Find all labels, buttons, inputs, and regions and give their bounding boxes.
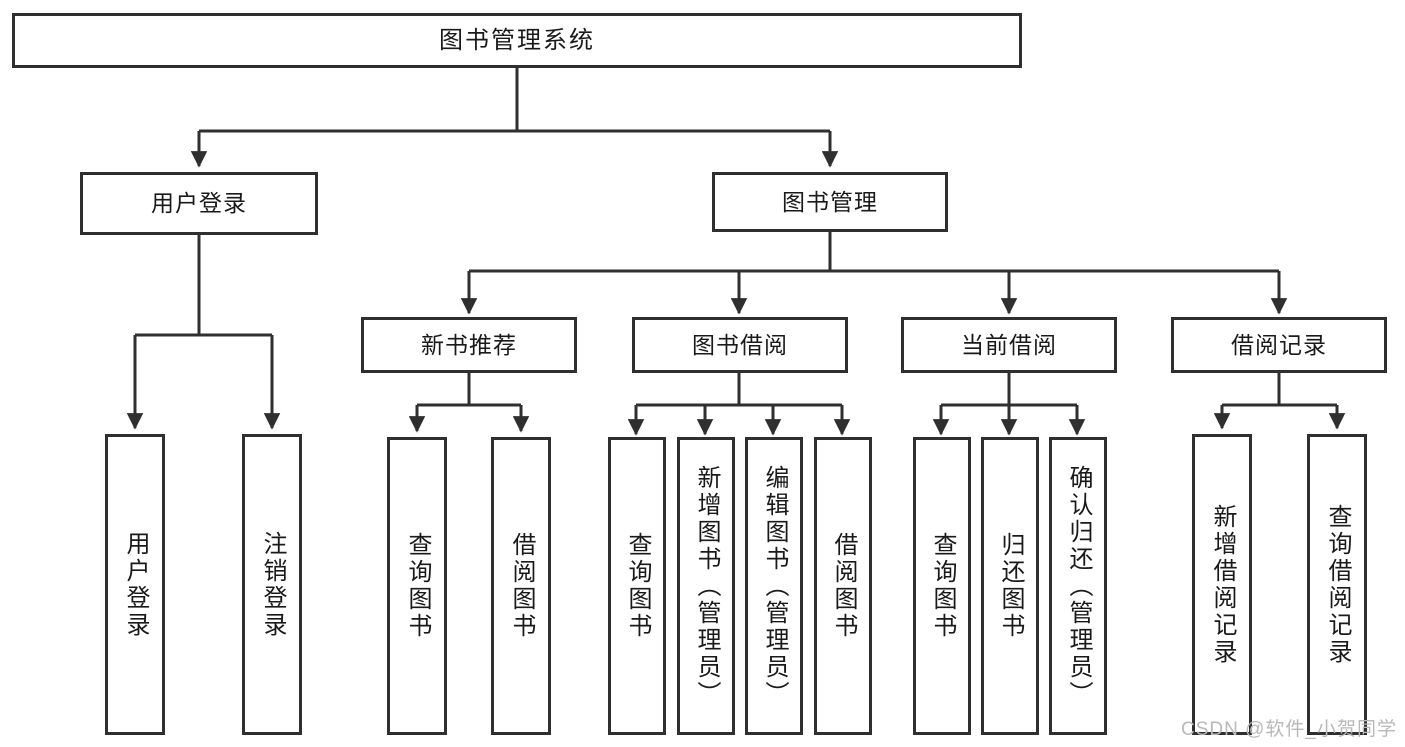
leaf-label: 用户登录 <box>122 530 149 639</box>
leaf-label: 归还图书 <box>997 532 1024 640</box>
leaf-bookborrow-add-book-admin[interactable]: 新增图书（管理员） <box>677 437 735 735</box>
leaf-borrowrecord-add-record[interactable]: 新增借阅记录 <box>1192 434 1252 735</box>
leaf-label: 新增借阅记录 <box>1209 503 1236 666</box>
node-label: 新书推荐 <box>421 331 517 358</box>
leaf-label: 查询借阅记录 <box>1324 503 1351 666</box>
node-label: 当前借阅 <box>961 331 1057 358</box>
leaf-currentborrow-return-book[interactable]: 归还图书 <box>981 437 1039 735</box>
leaf-newbook-borrow-book[interactable]: 借阅图书 <box>491 437 551 735</box>
leaf-borrowrecord-query-record[interactable]: 查询借阅记录 <box>1307 434 1367 735</box>
node-current-borrow[interactable]: 当前借阅 <box>901 317 1117 373</box>
leaf-label: 查询图书 <box>929 532 956 640</box>
node-label: 图书管理系统 <box>439 26 595 54</box>
leaf-label: 借阅图书 <box>508 532 535 640</box>
leaf-label: 查询图书 <box>624 532 651 640</box>
watermark-text: CSDN @软件_小贺同学 <box>1181 719 1397 740</box>
node-borrow-record[interactable]: 借阅记录 <box>1171 317 1387 373</box>
leaf-label: 查询图书 <box>404 532 431 640</box>
leaf-label: 确认归还（管理员） <box>1065 464 1092 708</box>
leaf-user-login[interactable]: 用户登录 <box>105 434 165 735</box>
leaf-label: 新增图书（管理员） <box>693 464 720 708</box>
leaf-bookborrow-borrow-book[interactable]: 借阅图书 <box>814 437 872 735</box>
node-label: 图书借阅 <box>692 331 788 358</box>
node-book-borrow[interactable]: 图书借阅 <box>632 317 848 373</box>
leaf-label: 编辑图书（管理员） <box>761 464 788 708</box>
node-label: 用户登录 <box>151 190 247 217</box>
leaf-currentborrow-query-book[interactable]: 查询图书 <box>913 437 971 735</box>
leaf-label: 注销登录 <box>259 530 286 639</box>
node-root-system[interactable]: 图书管理系统 <box>12 13 1022 68</box>
leaf-bookborrow-edit-book-admin[interactable]: 编辑图书（管理员） <box>745 437 803 735</box>
node-label: 借阅记录 <box>1231 331 1327 358</box>
leaf-label: 借阅图书 <box>830 532 857 640</box>
node-new-book-recommend[interactable]: 新书推荐 <box>361 317 577 373</box>
leaf-bookborrow-query-book[interactable]: 查询图书 <box>608 437 666 735</box>
leaf-logout[interactable]: 注销登录 <box>242 434 302 735</box>
leaf-currentborrow-confirm-return-admin[interactable]: 确认归还（管理员） <box>1049 437 1107 735</box>
node-user-login[interactable]: 用户登录 <box>80 172 318 235</box>
node-label: 图书管理 <box>782 188 878 215</box>
node-book-management[interactable]: 图书管理 <box>712 172 948 232</box>
leaf-newbook-query-book[interactable]: 查询图书 <box>387 437 447 735</box>
